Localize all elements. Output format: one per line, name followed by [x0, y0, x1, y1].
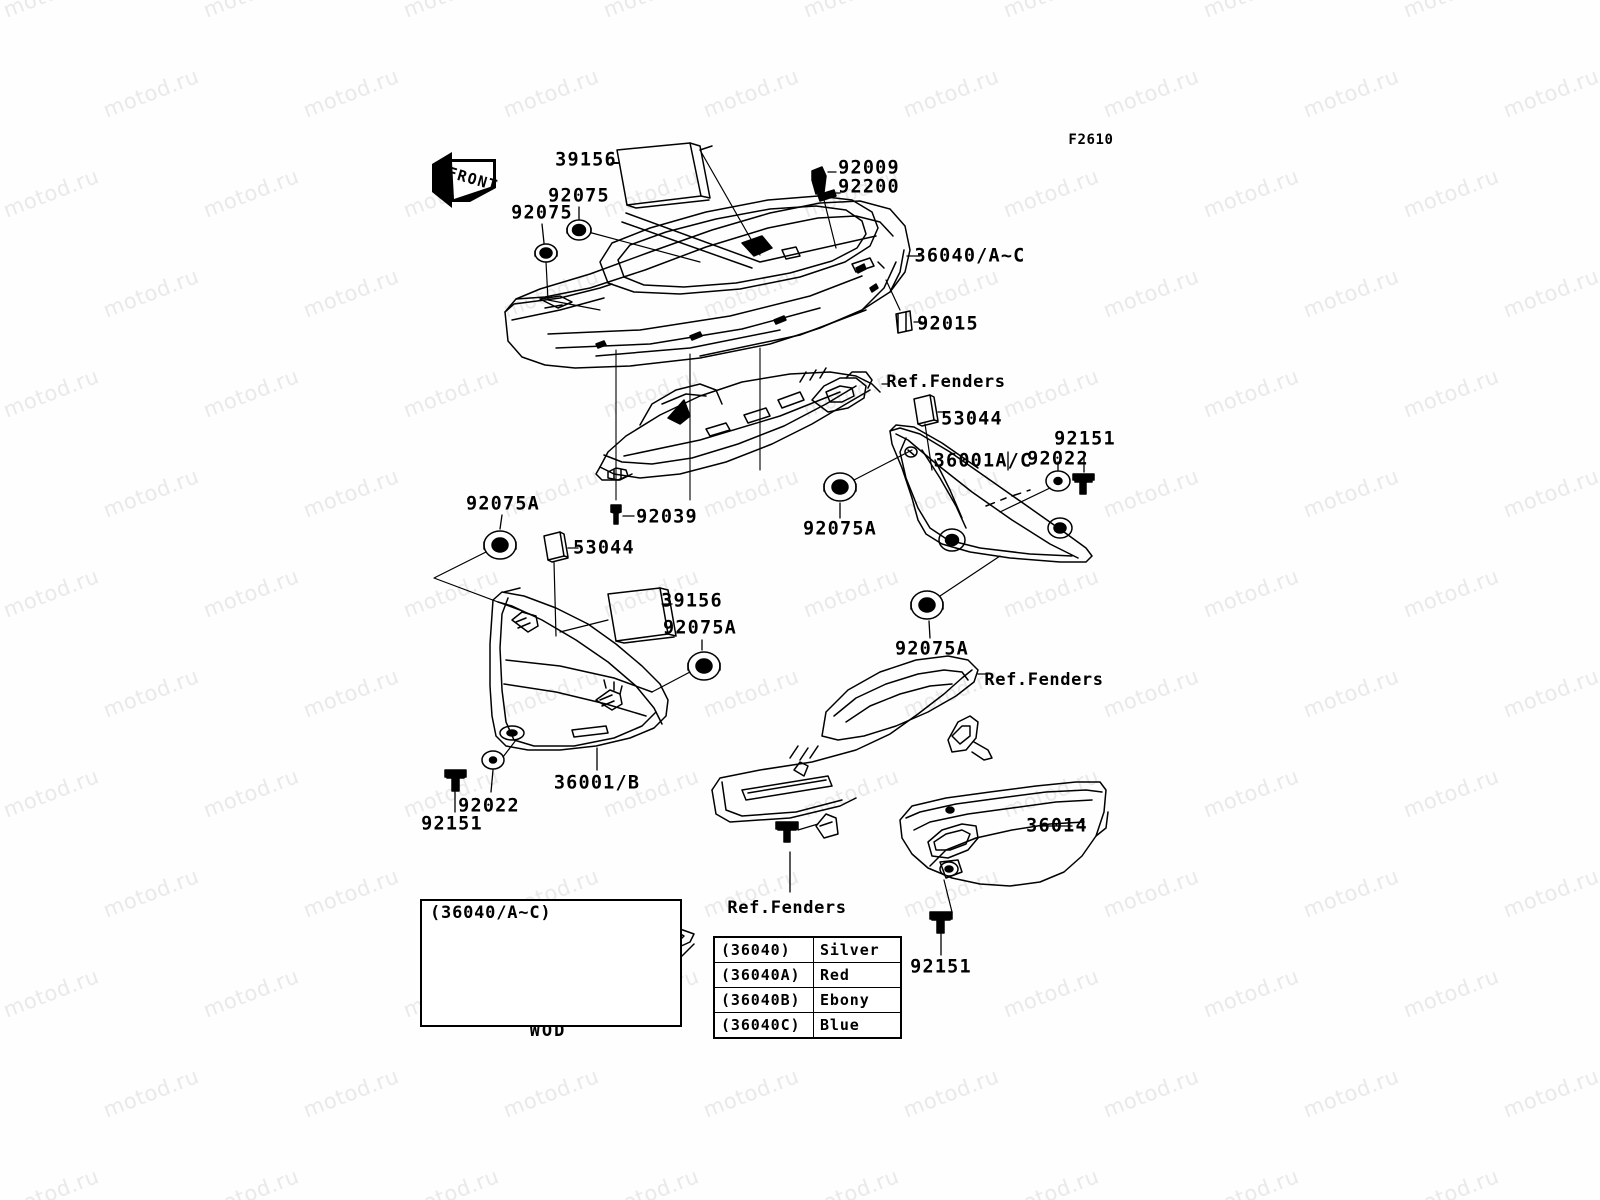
legend-row: (36040A)Red — [713, 962, 902, 988]
part-92151-bolt-left — [444, 769, 467, 792]
callout-53044: 53044 — [941, 408, 1003, 430]
callout-36040-a-c: 36040/A~C — [914, 245, 1026, 267]
part-39156-decal-top — [616, 142, 711, 209]
part-92039-screw — [610, 504, 622, 525]
diagram-code: F2610 — [1068, 132, 1114, 148]
part-36014-panel — [899, 781, 1109, 887]
part-rail-cover-middle — [595, 367, 881, 481]
part-92075a-grommet-upper-left — [483, 530, 517, 560]
callout-53044: 53044 — [573, 537, 635, 559]
legend-color: Ebony — [813, 987, 902, 1013]
callout-36014: 36014 — [1026, 815, 1088, 837]
callout-92151: 92151 — [910, 956, 972, 978]
part-92075-grommet-b — [534, 243, 558, 263]
legend-code: (36040B) — [713, 987, 814, 1013]
inset-title: (36040/A~C) — [430, 903, 552, 923]
callout-92075a: 92075A — [802, 518, 878, 540]
callout-92022: 92022 — [458, 795, 520, 817]
legend-row: (36040C)Blue — [713, 1012, 902, 1039]
callout-92022: 92022 — [1027, 448, 1089, 470]
callout-92075a: 92075A — [662, 617, 738, 639]
callout-ref-fenders: Ref.Fenders — [727, 898, 847, 918]
callout-92200: 92200 — [838, 176, 900, 198]
part-36001ac-side-cover — [889, 424, 1093, 563]
part-36001b-side-cover — [489, 587, 669, 751]
legend-code: (36040C) — [713, 1012, 814, 1039]
legend-row: (36040)Silver — [713, 936, 902, 963]
part-92200-oring — [817, 189, 837, 202]
part-bolt-fender-bottom — [775, 821, 799, 843]
part-92009-pin — [811, 166, 827, 195]
legend-code: (36040) — [713, 936, 814, 963]
callout-92015: 92015 — [917, 313, 979, 335]
callout-92151: 92151 — [421, 813, 483, 835]
callout-92075: 92075 — [548, 185, 610, 207]
legend-color: Silver — [813, 936, 902, 963]
part-92075a-grommet-mid — [823, 472, 857, 502]
color-legend-table: (36040)Silver(36040A)Red(36040B)Ebony(36… — [713, 936, 902, 1039]
part-92022-washer-left — [481, 750, 505, 770]
part-92015-nut — [895, 310, 913, 334]
part-rear-fender-lower — [711, 655, 993, 839]
callout-92039: 92039 — [636, 506, 698, 528]
part-53044-seal-right — [913, 394, 939, 427]
callout-36001-b: 36001/B — [553, 772, 641, 794]
legend-color: Red — [813, 962, 902, 988]
callout-ref-fenders: Ref.Fenders — [984, 670, 1104, 690]
part-92151-bolt-bottom — [929, 911, 953, 934]
legend-row: (36040B)Ebony — [713, 987, 902, 1013]
callout-39156: 39156 — [661, 590, 723, 612]
part-92075a-grommet-right-of-b — [687, 651, 721, 681]
callout-ref-fenders: Ref.Fenders — [886, 372, 1006, 392]
callout-92075a: 92075A — [894, 638, 970, 660]
front-direction-badge: FRONT — [432, 152, 500, 208]
part-53044-seal-left — [543, 531, 569, 563]
callout-92151: 92151 — [1054, 428, 1116, 450]
part-92075-grommet-a — [566, 219, 592, 241]
part-92151-bolt-right — [1072, 473, 1095, 495]
legend-color: Blue — [813, 1012, 902, 1039]
callout-92075a: 92075A — [465, 493, 541, 515]
part-36040-seat-cowl — [504, 195, 911, 369]
callout-39156: 39156 — [555, 149, 617, 171]
inset-frame — [420, 899, 682, 1027]
callout-92075: 92075 — [511, 202, 573, 224]
legend-code: (36040A) — [713, 962, 814, 988]
callout-92009: 92009 — [838, 157, 900, 179]
part-39156-decal-lower — [607, 587, 677, 644]
callout-36001a-c: 36001A/C — [933, 450, 1033, 472]
part-92075a-grommet-lower-right — [910, 590, 944, 620]
part-92022-washer-right — [1045, 470, 1071, 492]
